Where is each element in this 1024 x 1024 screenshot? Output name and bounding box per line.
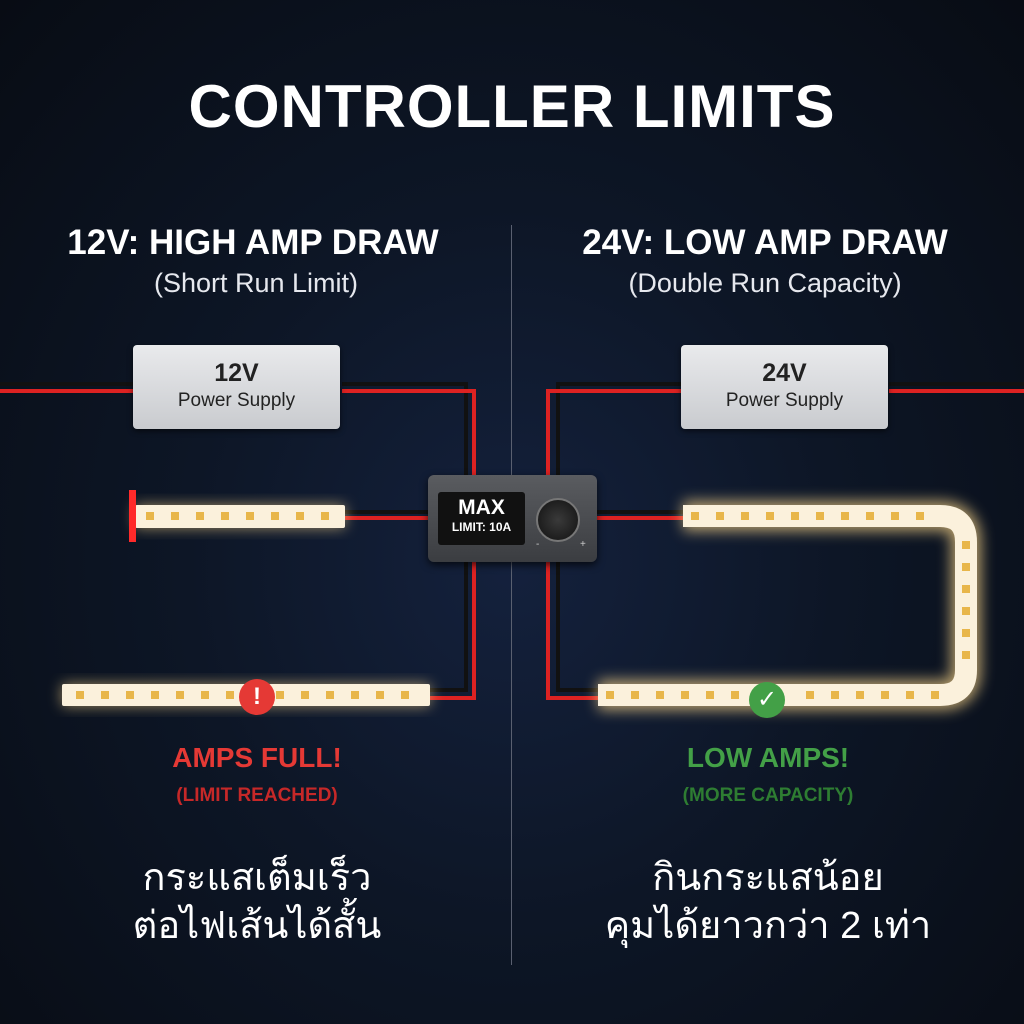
left-short-strip (129, 490, 345, 542)
led-chip (731, 691, 739, 699)
left-subheading: (Short Run Limit) (153, 268, 359, 298)
led-chip (962, 629, 970, 637)
led-chip (351, 691, 359, 699)
led-chip (962, 541, 970, 549)
controller-display: MAX LIMIT: 10A (438, 492, 525, 545)
led-chip (171, 512, 179, 520)
right-status-detail: (MORE CAPACITY) (682, 785, 854, 806)
led-chip (656, 691, 664, 699)
led-chip (226, 691, 234, 699)
led-chip (196, 512, 204, 520)
led-chip (631, 691, 639, 699)
led-chip (176, 691, 184, 699)
psu-voltage: 24V (762, 359, 807, 387)
led-chip (856, 691, 864, 699)
led-chip (806, 691, 814, 699)
led-chip (201, 691, 209, 699)
display-limit: LIMIT: 10A (451, 520, 512, 534)
led-chip (271, 512, 279, 520)
led-chip (891, 512, 899, 520)
led-chip (906, 691, 914, 699)
led-chip (301, 691, 309, 699)
led-controller: MAX LIMIT: 10A - + (428, 475, 597, 562)
led-chip (816, 512, 824, 520)
wires (0, 382, 1024, 700)
right-thai-line1: กินกระแสน้อย (652, 857, 884, 899)
led-chip (962, 585, 970, 593)
led-chip (276, 691, 284, 699)
led-chip (126, 691, 134, 699)
led-chip (221, 512, 229, 520)
led-chip (296, 512, 304, 520)
led-chips (76, 512, 970, 699)
check-icon: ✓ (749, 682, 785, 718)
left-status: AMPS FULL! (172, 742, 342, 773)
led-chip (326, 691, 334, 699)
led-chip (401, 691, 409, 699)
strip-end-cap (129, 490, 136, 542)
right-thai-line2: คุมได้ยาวกว่า 2 เท่า (604, 905, 932, 947)
led-chip (741, 512, 749, 520)
right-long-strip (598, 501, 981, 710)
left-thai-line2: ต่อไฟเส้นได้สั้น (132, 905, 382, 947)
right-heading: 24V: LOW AMP DRAW (582, 223, 948, 262)
led-chip (681, 691, 689, 699)
led-chip (716, 512, 724, 520)
led-chip (606, 691, 614, 699)
led-chip (376, 691, 384, 699)
led-chip (866, 512, 874, 520)
right-subheading: (Double Run Capacity) (628, 268, 902, 298)
power-supply-12v: 12V Power Supply (133, 345, 340, 429)
led-chip (246, 512, 254, 520)
psu-label: Power Supply (177, 390, 296, 411)
right-thai-caption: กินกระแสน้อย คุมได้ยาวกว่า 2 เท่า (605, 854, 932, 950)
led-chip (962, 651, 970, 659)
led-chip (916, 512, 924, 520)
led-chip (931, 691, 939, 699)
page-title: CONTROLLER LIMITS (188, 73, 836, 140)
led-chip (962, 607, 970, 615)
led-chip (962, 563, 970, 571)
led-chip (841, 512, 849, 520)
dimmer-knob[interactable] (536, 498, 580, 542)
left-heading: 12V: HIGH AMP DRAW (67, 223, 439, 262)
knob-minus: - (536, 539, 540, 550)
led-chip (691, 512, 699, 520)
left-status-detail: (LIMIT REACHED) (176, 785, 338, 806)
led-chip (706, 691, 714, 699)
led-chip (881, 691, 889, 699)
alert-icon: ! (239, 679, 275, 715)
left-thai-line1: กระแสเต็มเร็ว (142, 857, 372, 899)
knob-plus: + (580, 539, 586, 550)
led-chip (831, 691, 839, 699)
led-chip (101, 691, 109, 699)
psu-voltage: 12V (214, 359, 259, 387)
led-chip (791, 512, 799, 520)
led-chip (146, 512, 154, 520)
divider (511, 225, 512, 965)
right-status: LOW AMPS! (686, 742, 850, 773)
led-chip (321, 512, 329, 520)
led-chip (151, 691, 159, 699)
led-chip (766, 512, 774, 520)
display-main: MAX (458, 496, 505, 519)
power-supply-24v: 24V Power Supply (681, 345, 888, 429)
left-thai-caption: กระแสเต็มเร็ว ต่อไฟเส้นได้สั้น (133, 854, 382, 950)
psu-label: Power Supply (725, 390, 844, 411)
led-chip (76, 691, 84, 699)
